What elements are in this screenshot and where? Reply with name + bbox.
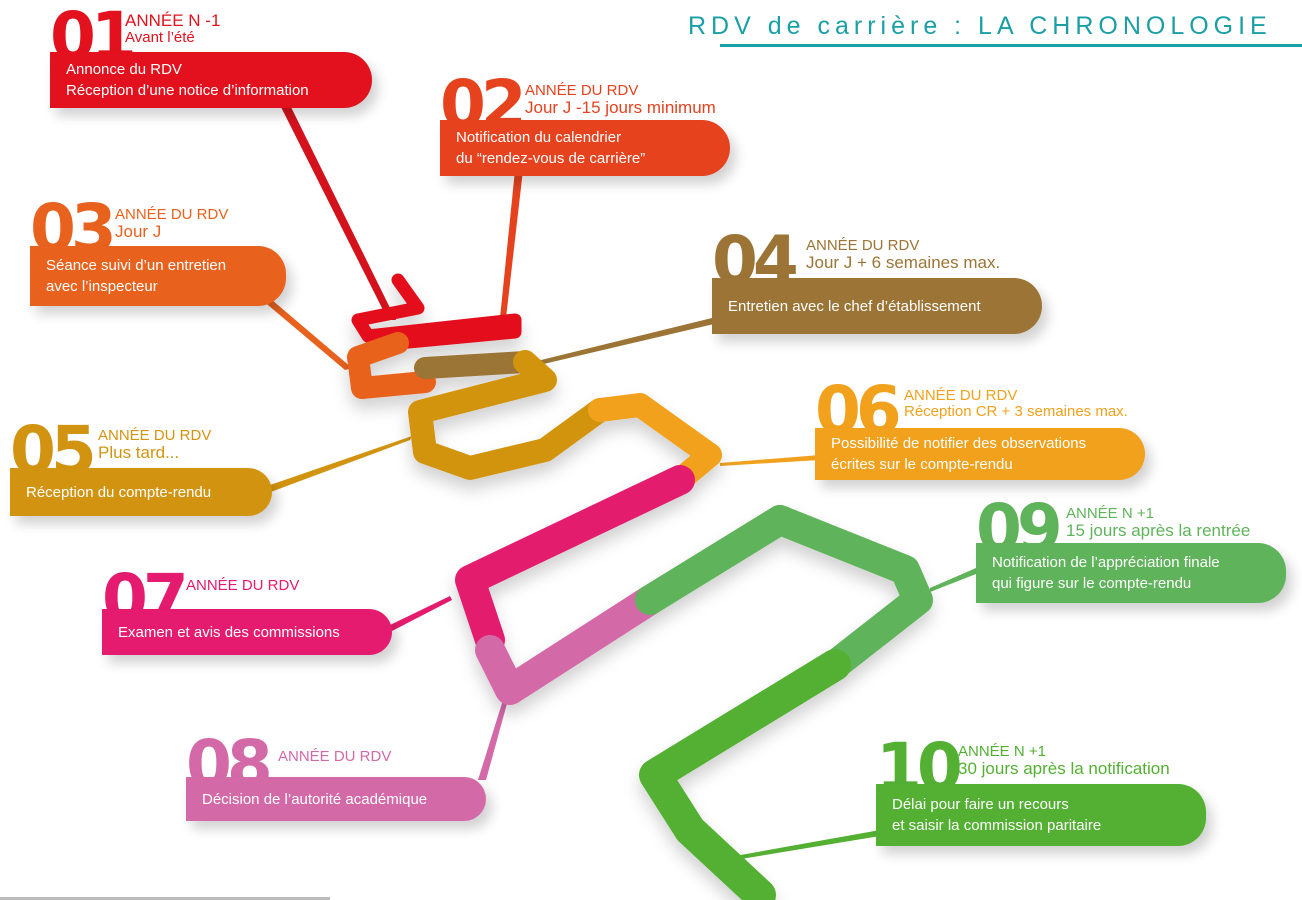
step-text-line: Possibilité de notifier des observations <box>831 435 1087 452</box>
connector-09 <box>930 568 976 592</box>
connector-08 <box>478 700 508 780</box>
step-text-line: Annonce du RDV <box>66 61 182 78</box>
step-text-line: qui figure sur le compte-rendu <box>992 575 1192 592</box>
step-label-bottom: Réception CR + 3 semaines max. <box>904 402 1128 420</box>
step-label-top: ANNÉE DU RDV <box>525 82 639 99</box>
step-box: Décision de l’autorité académique <box>186 777 486 821</box>
step-text-line: et saisir la commission paritaire <box>892 817 1102 834</box>
step-box: Entretien avec le chef d’établissement <box>712 278 1042 334</box>
step-text-line: Délai pour faire un recours <box>892 796 1069 813</box>
page-title: RDV de carrière : LA CHRONOLOGIE <box>688 12 1272 40</box>
title-underline <box>720 44 1302 47</box>
step-box: Annonce du RDV Réception d’une notice d’… <box>50 52 372 108</box>
step-label-top: ANNÉE N +1 <box>1066 505 1154 522</box>
step-label: ANNÉE DU RDV Plus tard... <box>98 428 211 462</box>
step-label-bottom: Avant l’été <box>125 28 195 46</box>
step-box: Examen et avis des commissions <box>102 609 392 655</box>
connector-lines <box>262 105 976 860</box>
step-label-top: ANNÉE DU RDV <box>278 748 392 765</box>
step-label-top: ANNÉE DU RDV <box>806 237 920 254</box>
step-label-bottom: Jour J + 6 semaines max. <box>806 252 1001 272</box>
step-box: Séance suivi d’un entretien avec l’inspe… <box>30 246 286 306</box>
step-label-top: ANNÉE DU RDV <box>98 427 212 444</box>
step-box: Notification de l’appréciation finale qu… <box>976 543 1286 603</box>
step-text-line: du “rendez-vous de carrière” <box>456 150 646 167</box>
step-box: Réception du compte-rendu <box>10 468 272 516</box>
step-label: ANNÉE N +1 30 jours après la notificatio… <box>958 744 1170 778</box>
step-label-top: ANNÉE N +1 <box>958 743 1046 760</box>
path-seg-07 <box>455 465 695 655</box>
connector-03 <box>262 300 352 370</box>
step-label-top: ANNÉE DU RDV <box>186 577 300 594</box>
connector-07 <box>390 596 452 631</box>
step-label: ANNÉE DU RDV Jour J -15 jours minimum <box>525 83 716 117</box>
path-seg-06 <box>588 393 722 492</box>
step-text-line: Notification du calendrier <box>456 129 622 146</box>
step-label: ANNÉE DU RDV Jour J <box>115 207 228 241</box>
step-label-bottom: 15 jours après la rentrée <box>1066 520 1251 540</box>
step-text-line: Notification de l’appréciation finale <box>992 554 1220 571</box>
step-box: Délai pour faire un recours et saisir la… <box>876 784 1206 846</box>
step-label: ANNÉE N +1 15 jours après la rentrée <box>1066 506 1250 540</box>
step-text-line: Entretien avec le chef d’établissement <box>728 297 981 315</box>
connector-04 <box>533 318 714 366</box>
step-text-line: Séance suivi d’un entretien <box>46 257 227 274</box>
path-seg-08 <box>475 585 665 705</box>
path-seg-01 <box>351 273 522 350</box>
step-label: ANNÉE DU RDV Réception CR + 3 semaines m… <box>904 388 1128 420</box>
connector-05 <box>268 436 412 493</box>
step-label-top: ANNÉE N -1 <box>125 11 221 30</box>
connector-10 <box>735 830 880 860</box>
path-seg-03 <box>347 332 436 399</box>
step-text-line: Réception d’une notice d’information <box>66 82 309 99</box>
path-seg-04 <box>414 351 536 379</box>
connector-02 <box>500 170 523 318</box>
step-label: ANNÉE N -1 Avant l’été <box>125 12 220 46</box>
step-label: ANNÉE DU RDV Jour J + 6 semaines max. <box>806 238 1000 272</box>
step-label-top: ANNÉE DU RDV <box>904 387 1018 404</box>
path-seg-05 <box>408 350 612 480</box>
path-seg-09 <box>635 505 933 680</box>
step-label: ANNÉE DU RDV <box>186 578 299 594</box>
step-label-top: ANNÉE DU RDV <box>115 206 229 223</box>
step-box: Notification du calendrier du “rendez-vo… <box>440 120 730 176</box>
step-label: ANNÉE DU RDV <box>278 749 391 765</box>
step-text-line: écrites sur le compte-rendu <box>831 456 1013 473</box>
step-text-line: Examen et avis des commissions <box>118 623 340 641</box>
step-label-bottom: 30 jours après la notification <box>958 758 1170 778</box>
winding-path <box>347 273 933 900</box>
path-seg-10 <box>639 649 851 900</box>
step-label-bottom: Jour J -15 jours minimum <box>525 97 716 117</box>
step-label-bottom: Plus tard... <box>98 442 180 462</box>
bottom-divider <box>0 897 330 900</box>
step-text-line: Décision de l’autorité académique <box>202 790 428 808</box>
step-text-line: Réception du compte-rendu <box>26 483 212 501</box>
connector-06 <box>720 455 820 466</box>
connector-01 <box>280 105 396 320</box>
step-box: Possibilité de notifier des observations… <box>815 428 1145 480</box>
step-text-line: avec l’inspecteur <box>46 278 158 295</box>
step-label-bottom: Jour J <box>115 221 162 241</box>
